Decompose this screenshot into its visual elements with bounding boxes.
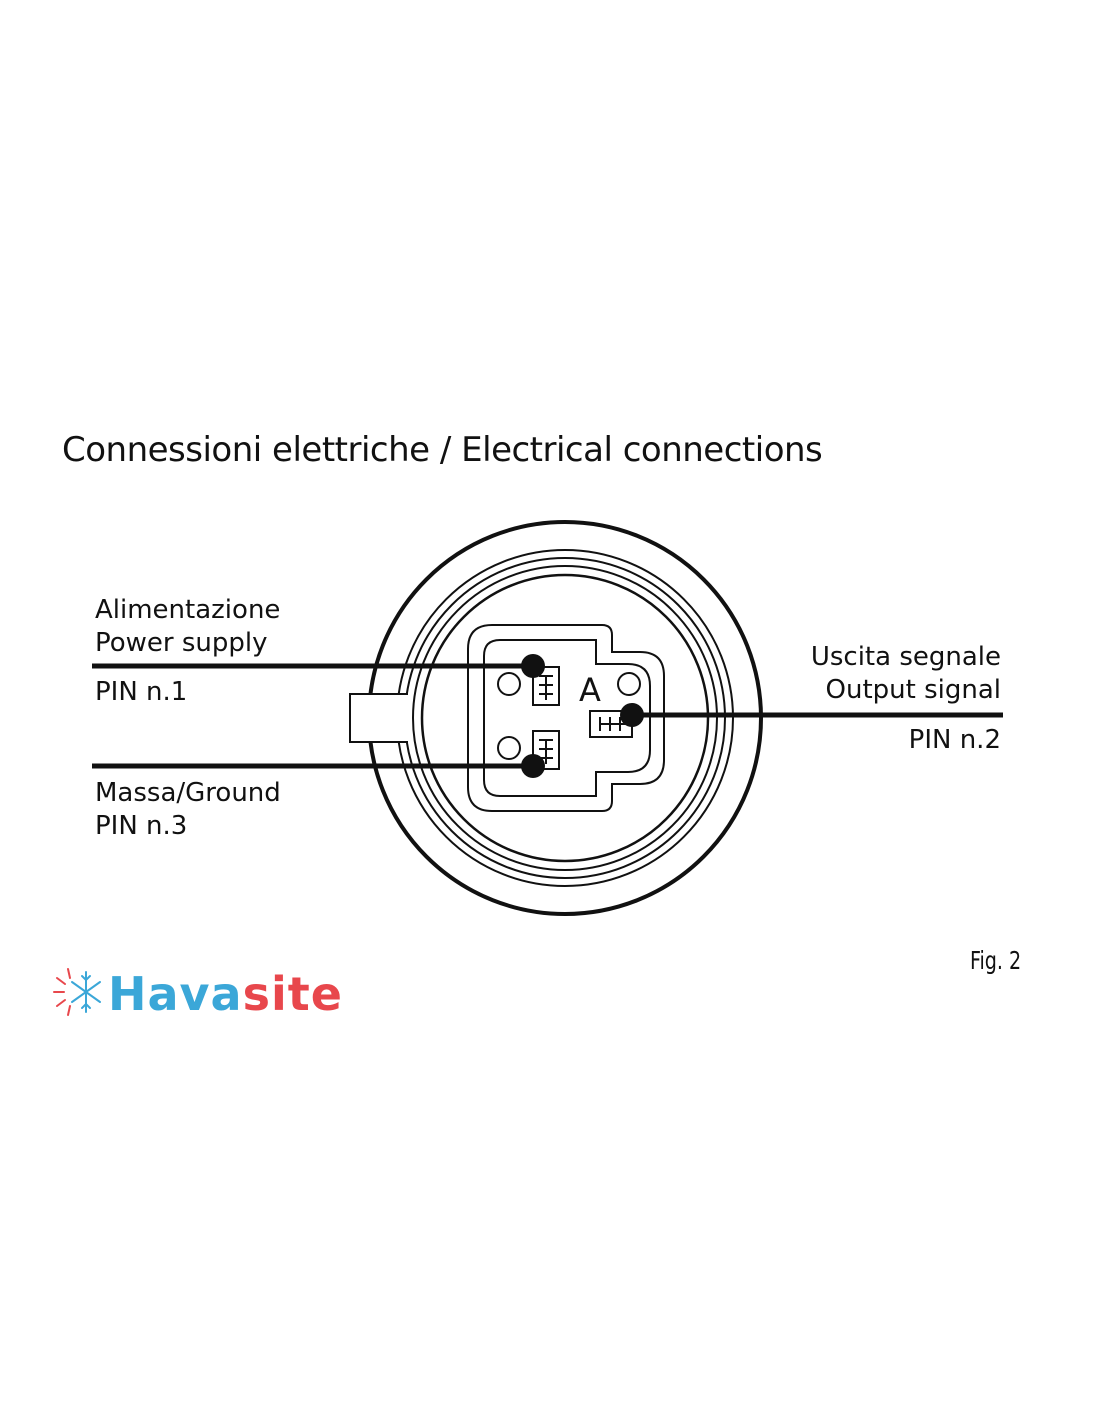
pin1-label-en: Power supply [95,628,268,658]
logo-text-part1: Hava [108,967,243,1021]
connector-ring-5 [420,573,710,863]
snowflake-icon [53,968,101,1016]
connector-ring-3 [404,557,726,879]
figure-label: Fig. 2 [970,946,1022,975]
pin2-dot [620,703,644,727]
terminal-pin1 [532,666,560,706]
connector-ring-2 [396,549,734,887]
havasite-logo: Havasite [108,967,343,1021]
pin3-dot [521,754,545,778]
pin2-number: PIN n.2 [908,725,1001,755]
connector-housing-inner [483,639,651,797]
hole-top-left [497,672,521,696]
diagram-title: Connessioni elettriche / Electrical conn… [62,430,823,470]
pin1-number: PIN n.1 [95,677,188,707]
pin1-label-it: Alimentazione [95,595,281,625]
connector-housing-outer [467,624,665,812]
connector-marker-a: A [579,671,601,709]
hole-bottom-left [497,736,521,760]
pin1-dot [521,654,545,678]
pin3-number: PIN n.3 [95,811,188,841]
pin2-label-en: Output signal [825,675,1002,705]
hole-top-right [617,672,641,696]
connector-outer-ring [367,520,763,916]
connector-ring-4 [412,565,718,871]
connector-side-tab [349,693,408,743]
pin3-label: Massa/Ground [95,778,281,808]
logo-text-part2: site [242,967,343,1021]
pin2-label-it: Uscita segnale [810,642,1001,672]
